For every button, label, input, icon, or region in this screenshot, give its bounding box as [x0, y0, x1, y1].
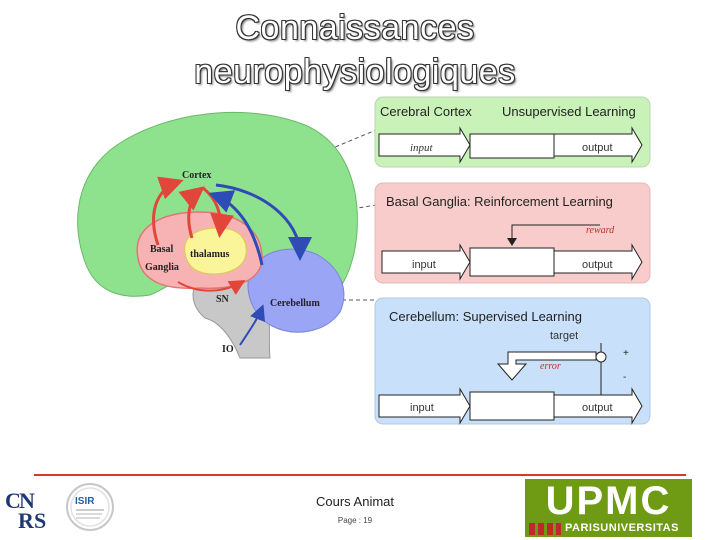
panel-cortex-subtitle: Unsupervised Learning	[502, 104, 636, 119]
panel-cerebellum-error-arrow	[496, 351, 597, 381]
panel-cerebellum-error-label: error	[540, 361, 561, 372]
panel-cerebellum-comparator	[595, 351, 607, 363]
cnrs-logo: C N R S	[5, 488, 46, 530]
panel-basal-output-arrow	[553, 243, 643, 281]
slide-title-line2: neurophysiologiques	[194, 53, 516, 91]
loop-arrow-thalamus-cortex	[178, 186, 205, 239]
footer-course: Cours Animat	[315, 494, 395, 509]
loop-arrow-cortex-basal	[152, 176, 184, 246]
isir-wordmark: ISIR	[75, 496, 95, 507]
panel-basal-reward-line	[511, 224, 600, 240]
panel-basal-input-arrow	[381, 243, 471, 281]
loop-arrow-sn	[177, 279, 246, 295]
panel-basal-box	[469, 247, 555, 277]
panel-cortex-output-label: output	[582, 142, 613, 154]
upmc-subtitle: PARISUNIVERSITAS	[565, 522, 679, 534]
label-sn: SN	[216, 294, 230, 305]
panel-cerebellum-input-arrow	[378, 387, 471, 425]
panel-cerebellum-input-label: input	[410, 402, 434, 414]
loop-arrow-io	[239, 304, 265, 346]
panel-cortex-input-label: input	[410, 142, 434, 154]
label-basal-line2: Ganglia	[145, 262, 179, 273]
panel-cerebellum-output-label: output	[582, 402, 613, 414]
loop-arrow-cerebellum-cortex	[208, 190, 264, 266]
panel-cortex-output-arrow	[553, 126, 643, 164]
upmc-bars	[529, 523, 561, 535]
slide-title-line1: Connaissances	[235, 9, 475, 47]
label-basal-line1: Basal	[150, 244, 174, 255]
panel-cortex-box	[469, 133, 555, 159]
upmc-logo: UPMC PARISUNIVERSITAS	[525, 479, 692, 537]
panel-basal-reward-arrowhead	[507, 238, 517, 246]
panel-basal-output-label: output	[582, 259, 613, 271]
panel-basal: Basal Ganglia: Reinforcement Learning re…	[374, 182, 651, 284]
panel-cortex: Cerebral Cortex Unsupervised Learning in…	[374, 96, 651, 168]
isir-logo: ISIR	[66, 483, 114, 531]
panel-cerebellum-box	[469, 391, 555, 421]
svg-text:N: N	[19, 488, 35, 513]
loop-arrow-cortex-cerebellum	[215, 183, 312, 261]
panel-cerebellum-output-arrow	[553, 387, 643, 425]
panel-basal-title: Basal Ganglia: Reinforcement Learning	[386, 194, 613, 209]
label-cortex: Cortex	[182, 170, 211, 181]
svg-text:C: C	[5, 488, 21, 513]
upmc-wordmark: UPMC	[545, 479, 672, 523]
panel-cortex-title: Cerebral Cortex	[380, 104, 472, 119]
panel-cerebellum-title: Cerebellum: Supervised Learning	[389, 309, 582, 324]
panel-basal-reward-label: reward	[586, 225, 615, 236]
panel-cerebellum-minus: -	[623, 372, 626, 383]
panel-cortex-input-arrow	[378, 126, 471, 164]
label-io: IO	[222, 344, 234, 355]
brain-illustration: Cortex Basal Ganglia thalamus SN Cerebel…	[77, 111, 358, 359]
label-cerebellum: Cerebellum	[270, 298, 320, 309]
thalamus-region	[184, 227, 247, 275]
panel-cerebellum-target-label: target	[550, 330, 578, 342]
slide-title: Connaissances neurophysiologiques	[150, 6, 560, 94]
svg-text:S: S	[34, 508, 46, 530]
footer-page-number: Page : 19	[337, 516, 373, 525]
panel-cerebellum: Cerebellum: Supervised Learning target +…	[374, 297, 651, 425]
svg-text:R: R	[18, 508, 35, 530]
footer-divider	[34, 474, 686, 476]
panel-cerebellum-plus: +	[623, 348, 629, 359]
panel-basal-input-label: input	[412, 259, 436, 271]
label-thalamus: thalamus	[190, 249, 230, 260]
